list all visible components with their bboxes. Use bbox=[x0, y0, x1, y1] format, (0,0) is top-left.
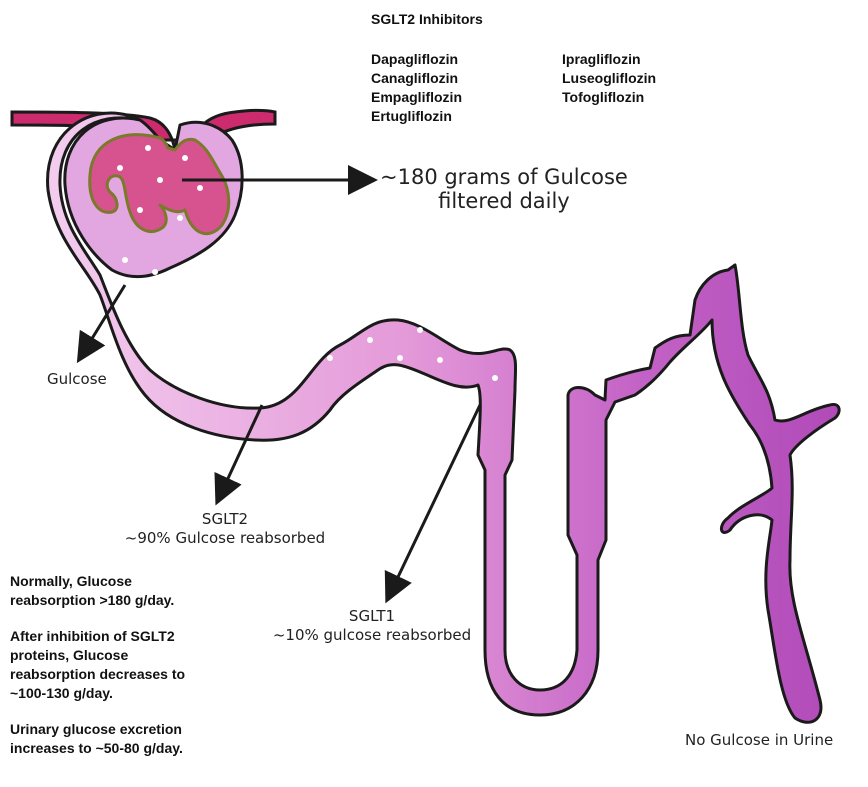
note-line: After inhibition of SGLT2 bbox=[10, 627, 185, 646]
glucose-label: Gulcose bbox=[47, 370, 107, 388]
sglt1-name: SGLT1 bbox=[262, 607, 482, 626]
clinical-notes: Normally, Glucose reabsorption >180 g/da… bbox=[10, 572, 185, 758]
drug-name: Tofogliflozin bbox=[562, 88, 656, 107]
note-line: reabsorption >180 g/day. bbox=[10, 591, 185, 610]
sglt2-description: ~90% Gulcose reabsorbed bbox=[115, 529, 335, 548]
sglt2-name: SGLT2 bbox=[115, 510, 335, 529]
drug-name: Ipragliflozin bbox=[562, 50, 656, 69]
drug-name: Dapagliflozin bbox=[371, 50, 462, 69]
drug-name: Canagliflozin bbox=[371, 69, 462, 88]
sglt1-label: SGLT1 ~10% gulcose reabsorbed bbox=[262, 607, 482, 645]
filtered-label-line-2: filtered daily bbox=[380, 189, 628, 213]
sglt2-label: SGLT2 ~90% Gulcose reabsorbed bbox=[115, 510, 335, 548]
inhibitors-heading: SGLT2 Inhibitors bbox=[371, 10, 483, 29]
filtered-label-line-1: ~180 grams of Gulcose bbox=[380, 165, 628, 189]
note-line: ~100-130 g/day. bbox=[10, 684, 185, 703]
inhibitors-column-1: Dapagliflozin Canagliflozin Empagliflozi… bbox=[371, 50, 462, 126]
sglt1-description: ~10% gulcose reabsorbed bbox=[262, 626, 482, 645]
note-line: proteins, Glucose bbox=[10, 646, 185, 665]
note-line: reabsorption decreases to bbox=[10, 665, 185, 684]
drug-name: Ertugliflozin bbox=[371, 107, 462, 126]
drug-name: Luseogliflozin bbox=[562, 69, 656, 88]
filtered-label: ~180 grams of Gulcose filtered daily bbox=[380, 165, 628, 213]
note-line: Normally, Glucose bbox=[10, 572, 185, 591]
inhibitors-column-2: Ipragliflozin Luseogliflozin Tofoglifloz… bbox=[562, 50, 656, 107]
sglt1-arrow bbox=[388, 405, 480, 598]
drug-name: Empagliflozin bbox=[371, 88, 462, 107]
note-line: Urinary glucose excretion bbox=[10, 720, 185, 739]
urine-label: No Gulcose in Urine bbox=[685, 731, 833, 749]
note-line: increases to ~50-80 g/day. bbox=[10, 739, 185, 758]
